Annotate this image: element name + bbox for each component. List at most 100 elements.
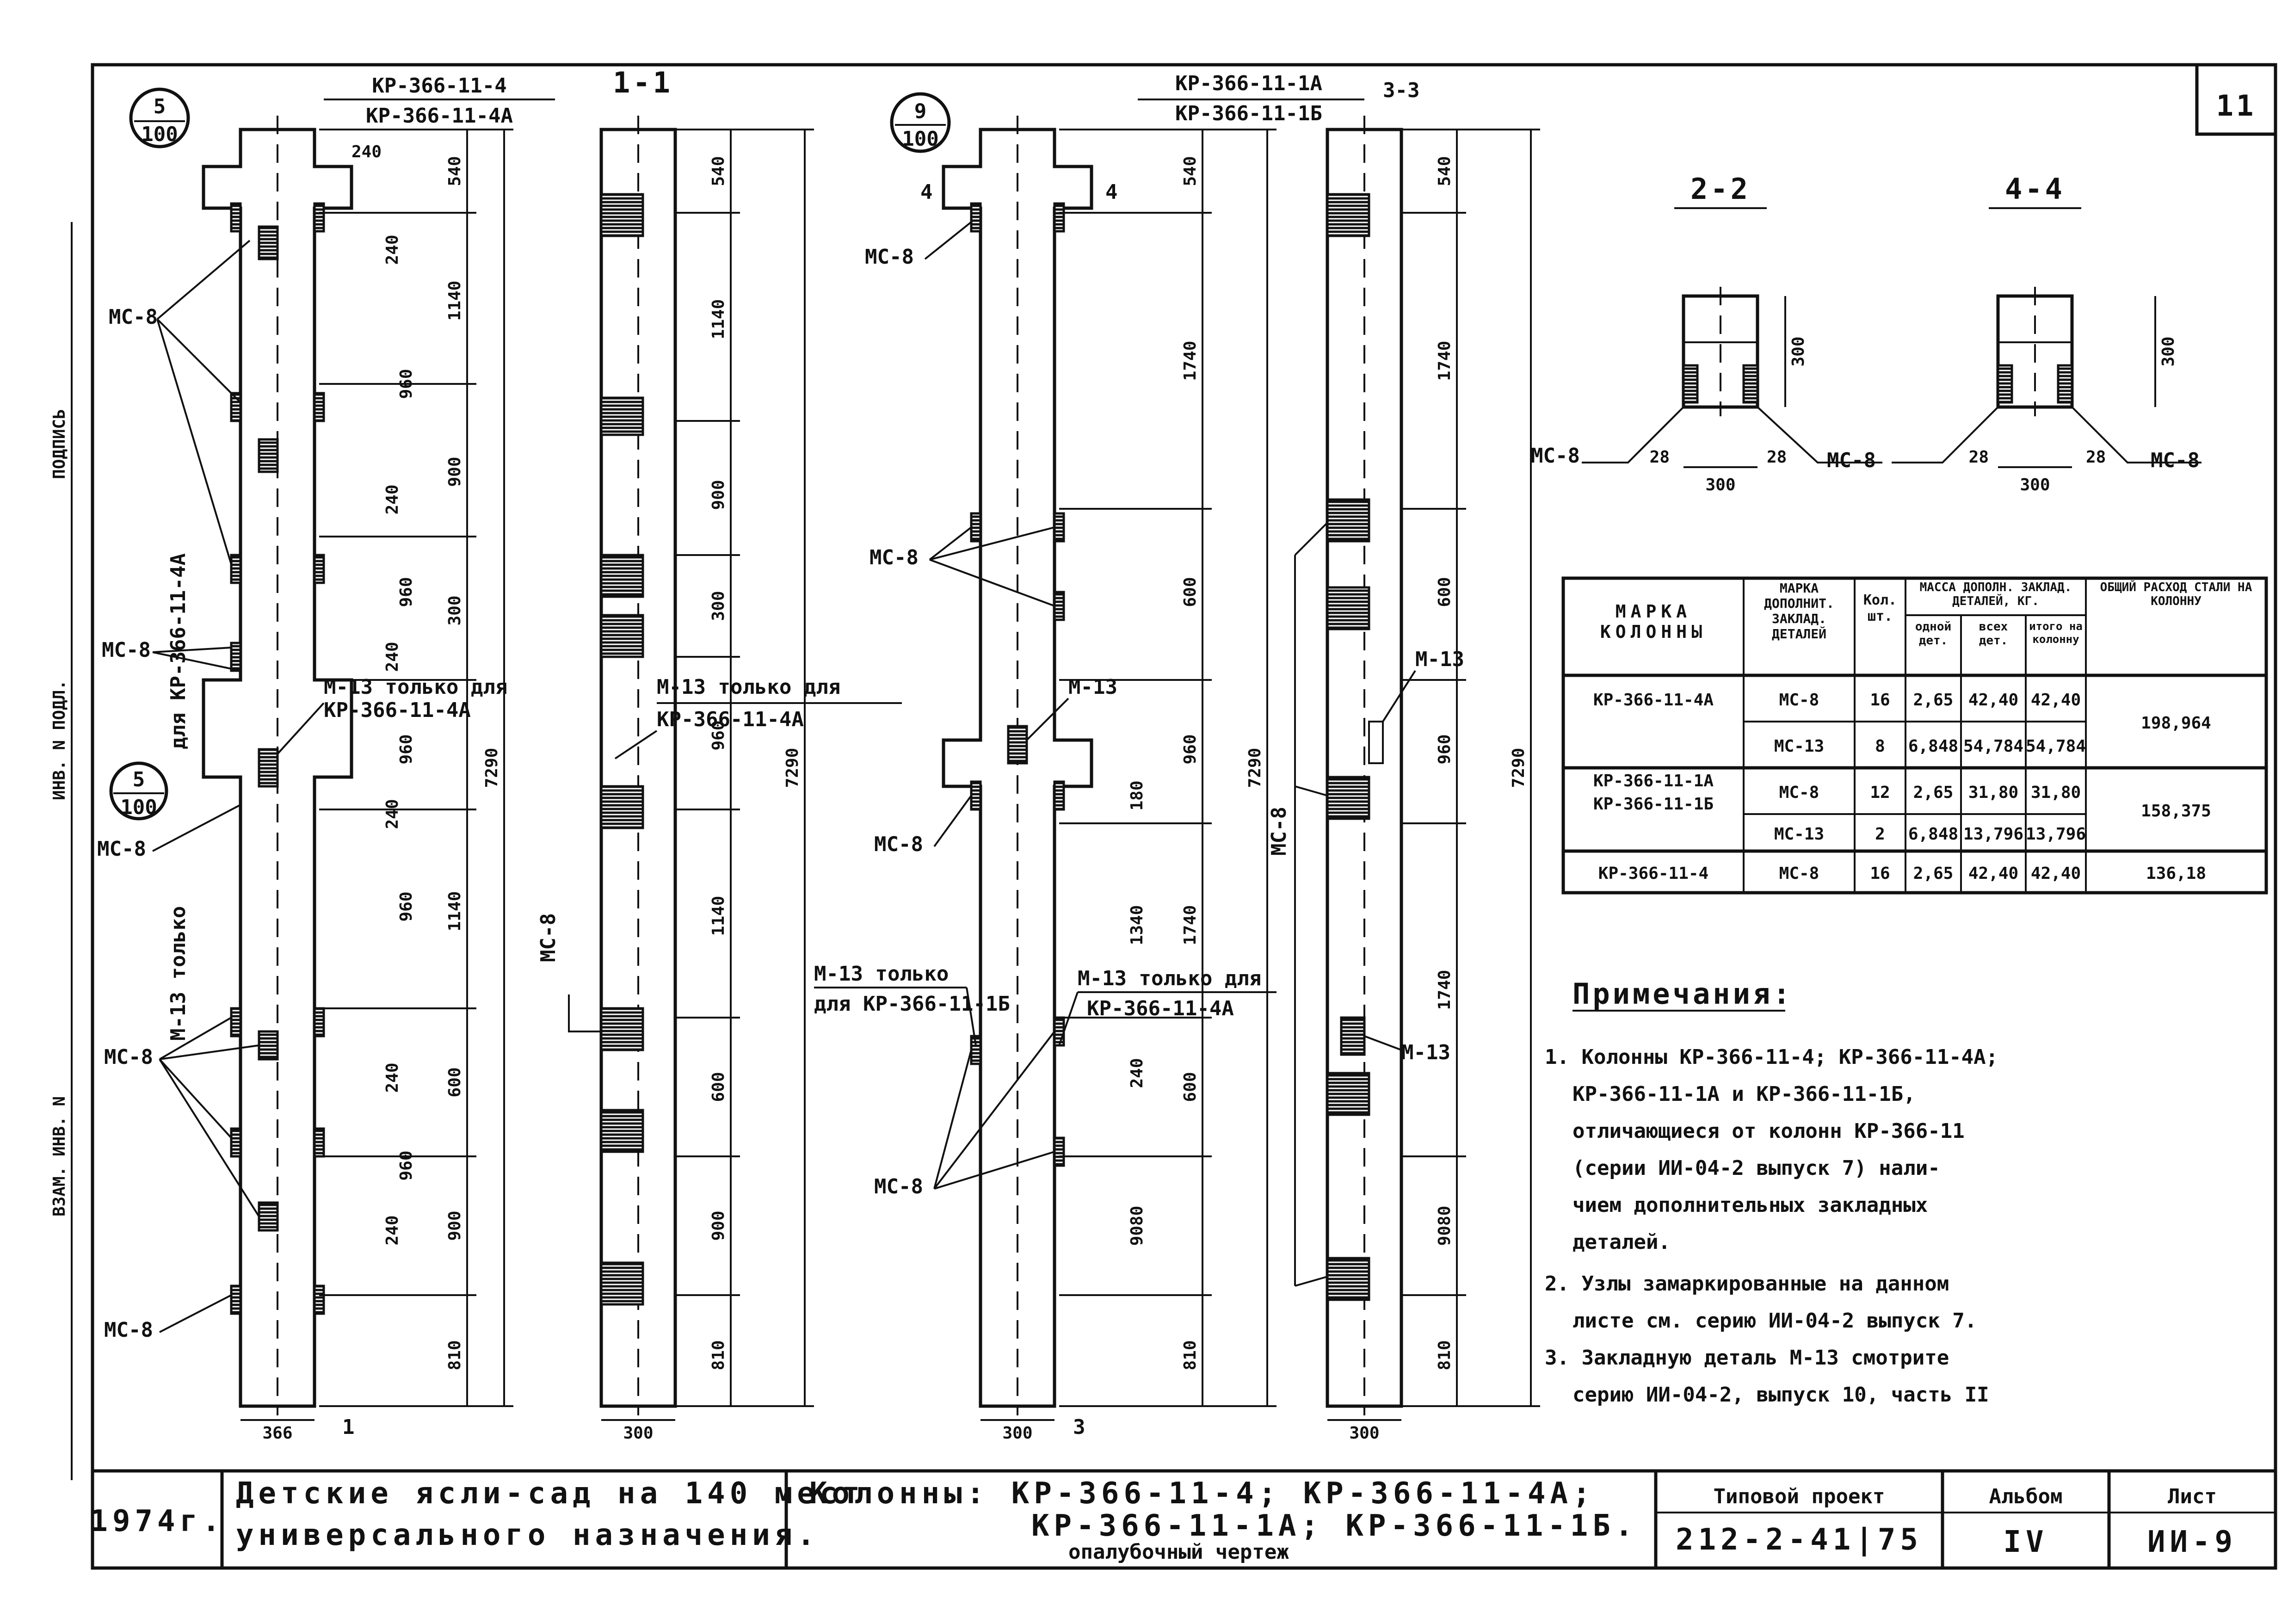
table-row4-per: 13,796 xyxy=(2026,825,2086,844)
tb-typ-label: Типовой проект xyxy=(1714,1485,1885,1508)
section-22-dim-300: 300 xyxy=(1789,336,1808,366)
table-row1-detail: МС-8 xyxy=(1779,691,1819,710)
col3-mc8-label-3: МС-8 xyxy=(874,833,923,856)
col3-section-4-right: 4 xyxy=(1105,180,1118,204)
table-row2-detail: МС-13 xyxy=(1774,737,1824,756)
col1-sdim-4: 240 xyxy=(383,799,402,829)
col3-dim-1340: 1340 xyxy=(1128,905,1147,945)
section-44-title: 4-4 xyxy=(2005,172,2065,206)
col1-dim-total: 7290 xyxy=(482,748,501,788)
col3-dim-810: 810 xyxy=(1181,1340,1200,1370)
margin-signature: ПОДПИСЬ xyxy=(50,409,69,479)
col2-mc8-label: МС-8 xyxy=(536,913,560,962)
col4-m13-label-bottom: М-13 xyxy=(1401,1041,1450,1064)
col2-dim-1140: 1140 xyxy=(709,299,728,340)
table-row2-per: 54,784 xyxy=(2026,737,2086,756)
col1-width: 366 xyxy=(262,1424,292,1443)
col3-dim-540: 540 xyxy=(1181,156,1200,186)
col3-dim-960: 960 xyxy=(1181,734,1200,764)
col2-m13-note-b: КР-366-11-4А xyxy=(657,708,804,731)
col1-dim-540: 540 xyxy=(445,156,464,186)
col3-m13-note-d: КР-366-11-4А xyxy=(1087,997,1234,1020)
col1-mc8-label-5: МС-8 xyxy=(104,1318,153,1342)
table-row3-total: 158,375 xyxy=(2141,802,2211,821)
table-row5-detail: МС-8 xyxy=(1779,864,1819,883)
col3-body xyxy=(942,128,1093,1408)
table-row3-detail: МС-8 xyxy=(1779,783,1819,802)
tb-sheet-sub: опалубочный чертеж xyxy=(1068,1540,1289,1564)
col1-section-mark: 1 xyxy=(342,1415,355,1439)
table-row1-total: 198,964 xyxy=(2141,714,2211,733)
margin-inv-number: ИНВ. N ПОДЛ. xyxy=(50,680,69,800)
col3-dim-600b: 600 xyxy=(1181,1072,1200,1102)
table-header-all: всех дет. xyxy=(1979,620,2008,648)
column-3-elevation: КР-366-11-1А КР-366-11-1Б 3-3 9 100 4 4 … xyxy=(814,72,1419,1443)
col1-mc8-label-2: МС-8 xyxy=(102,638,151,662)
section-44-mc8-right: МС-8 xyxy=(2151,449,2200,472)
col1-dim-900a: 900 xyxy=(445,457,464,487)
col2-dim-600: 600 xyxy=(709,1072,728,1102)
col4-dim-total: 7290 xyxy=(1509,748,1528,788)
table-header-total: ОБЩИЙ РАСХОД СТАЛИ НА КОЛОННУ xyxy=(2100,580,2252,608)
col3-dim-9080: 9080 xyxy=(1128,1206,1147,1246)
col1-mc8-label-4: МС-8 xyxy=(104,1045,153,1069)
col1-m13-vertical: М-13 только xyxy=(166,906,190,1041)
col1-mark-a: КР-366-11-4 xyxy=(372,74,506,98)
table-row5-total: 136,18 xyxy=(2146,864,2206,883)
col1-dim-810: 810 xyxy=(445,1340,464,1370)
table-row1-per: 42,40 xyxy=(2031,691,2081,710)
table-row2-qty: 8 xyxy=(1875,737,1885,756)
col3-m13-note-b: для КР-366-11-1Б xyxy=(814,992,1010,1016)
col4-mc8-label: МС-8 xyxy=(1267,807,1291,856)
column-2-section-1-1: 1-1 540 1140 900 300 960 1140 600 900 81… xyxy=(536,66,902,1443)
col3-dim-total: 7290 xyxy=(1246,748,1264,788)
table-row4-one: 6,848 xyxy=(1908,825,1958,844)
col4-dim-960: 960 xyxy=(1435,734,1454,764)
section-4-4: 4-4 300 300 28 28 МС-8 xyxy=(1892,172,2202,494)
note-line-1: 1. Колонны КР-366-11-4; КР-366-11-4А; xyxy=(1545,1045,1998,1069)
col3-mark-a: КР-366-11-1А xyxy=(1175,72,1322,95)
tb-year: 1974г. xyxy=(90,1504,224,1538)
callout-9-den: 100 xyxy=(902,127,938,151)
note-line-5: чием дополнительных закладных xyxy=(1572,1193,1928,1217)
note-line-4: (серии ИИ-04-2 выпуск 7) нали- xyxy=(1572,1156,1940,1180)
col2-m13-note-a: М-13 только для xyxy=(657,675,840,699)
col1-sdim-3: 240 xyxy=(383,642,402,672)
col3-dim-1740: 1740 xyxy=(1181,341,1200,381)
margin-replace-inv: ВЗАМ. ИНВ. N xyxy=(50,1096,69,1216)
col3-m13-note-c: М-13 только для xyxy=(1078,967,1261,990)
note-line-6: деталей. xyxy=(1572,1230,1671,1254)
col1-mc8-label-1: МС-8 xyxy=(109,305,158,329)
table-row4-detail: МС-13 xyxy=(1774,825,1824,844)
col1-dim-600: 600 xyxy=(445,1067,464,1097)
col1-m13-note-a: М-13 только для xyxy=(324,675,507,699)
tb-sheet-line2: КР-366-11-1А; КР-366-11-1Б. xyxy=(1031,1509,1637,1543)
col2-dim-1140b: 1140 xyxy=(709,896,728,936)
section-44-dim-28b: 28 xyxy=(2086,448,2106,467)
table-row5-mark: КР-366-11-4 xyxy=(1598,864,1708,883)
table-row3-qty: 12 xyxy=(1870,783,1890,802)
col1-dim-1140b: 1140 xyxy=(445,891,464,932)
col3-section-ref: 3-3 xyxy=(1383,79,1419,102)
col1-body xyxy=(202,128,353,1408)
callout-9-100 xyxy=(890,92,951,153)
col4-width: 300 xyxy=(1349,1424,1379,1443)
col1-top-sdim: 240 xyxy=(352,142,382,161)
col1-dim-960c: 960 xyxy=(397,734,416,764)
col2-dim-900: 900 xyxy=(709,480,728,510)
table-row5-one: 2,65 xyxy=(1913,864,1954,883)
sheet-number-box xyxy=(2195,63,2277,136)
section-2-2: 2-2 300 300 28 28 МС-8 МС-8 xyxy=(1531,172,1882,494)
col1-dim-960b: 960 xyxy=(397,577,416,607)
col1-dim-960d: 960 xyxy=(397,891,416,921)
col1-m13-vertical-b: для КР-366-11-4А xyxy=(166,553,190,749)
table-row3-one: 2,65 xyxy=(1913,783,1954,802)
steel-consumption-table: МАРКА КОЛОННЫ МАРКА ДОПОЛНИТ. ЗАКЛАД. ДЕ… xyxy=(1561,576,2268,895)
col4-dim-540: 540 xyxy=(1435,156,1454,186)
tb-album-value: IV xyxy=(2003,1525,2048,1559)
callout-9-num: 9 xyxy=(914,99,927,123)
col4-m13-label-top: М-13 xyxy=(1415,648,1464,671)
col2-section-title: 1-1 xyxy=(613,66,673,99)
